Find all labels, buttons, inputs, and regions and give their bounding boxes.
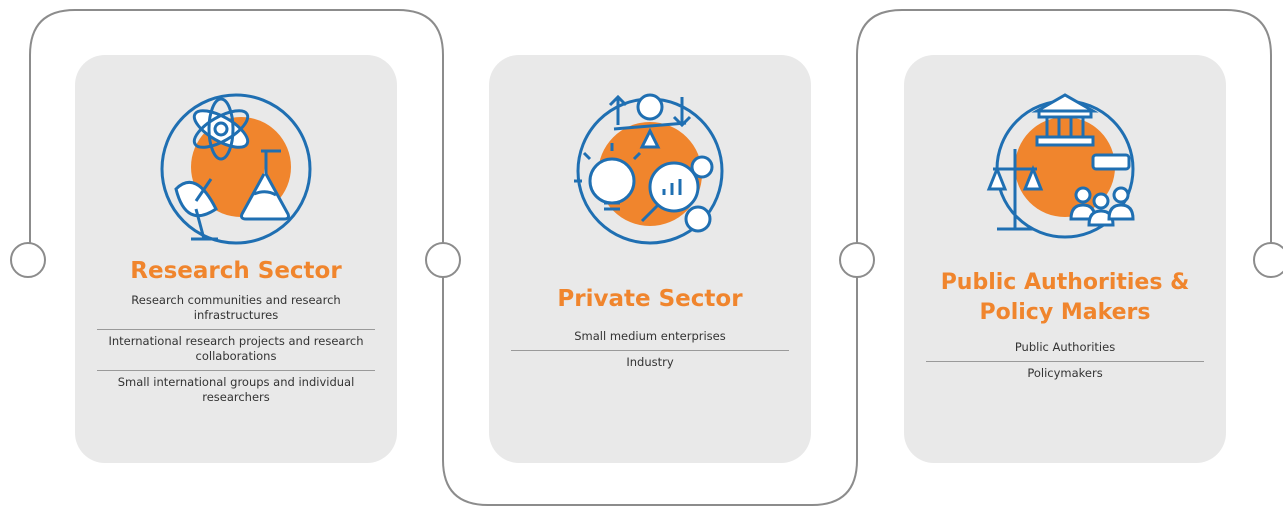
- list-item: Industry: [511, 350, 789, 376]
- private-sector-icon: [574, 93, 724, 245]
- list-item: Research communities and research infras…: [131, 293, 341, 322]
- card-title: Research Sector: [130, 258, 342, 284]
- connector-node: [839, 242, 875, 278]
- list-item: Public Authorities: [1014, 340, 1116, 354]
- card-private-sector: Private Sector Small medium enterprises …: [489, 55, 811, 463]
- item-list: Small medium enterprises Industry: [511, 325, 789, 376]
- card-research-sector: Research Sector Research communities and…: [75, 55, 397, 463]
- card-title: Private Sector: [557, 286, 743, 312]
- list-item: Policymakers: [926, 361, 1204, 387]
- card-public-authorities: Public Authorities & Policy Makers Publi…: [904, 55, 1226, 463]
- connector-node: [1253, 242, 1283, 278]
- card-title: Public Authorities & Policy Makers: [940, 270, 1190, 325]
- item-list: Public Authorities Policymakers: [926, 336, 1204, 387]
- connector-node: [425, 242, 461, 278]
- list-item: Small international groups and individua…: [97, 370, 375, 411]
- list-item: International research projects and rese…: [97, 329, 375, 370]
- list-item: Small medium enterprises: [574, 329, 726, 343]
- public-authorities-icon: [986, 93, 1135, 239]
- item-list: Research communities and research infras…: [97, 289, 375, 411]
- research-icon: [160, 93, 312, 245]
- connector-node: [10, 242, 46, 278]
